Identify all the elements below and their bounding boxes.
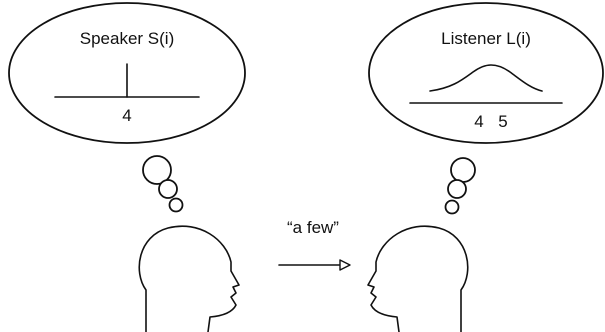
listener-thought-dot-medium: [447, 179, 467, 199]
listener-thought-bubble: [368, 2, 604, 144]
speaker-thought-dot-large: [142, 155, 172, 185]
speaker-thought-dot-medium: [158, 179, 178, 199]
listener-tick-label-5: 5: [498, 112, 507, 131]
utterance-group: “a few”: [278, 218, 351, 271]
listener-tick-label-4: 4: [474, 112, 483, 131]
listener-group: Listener L(i) 4 5: [367, 2, 604, 332]
speaker-title: Speaker S(i): [80, 29, 174, 48]
speaker-tick-label: 4: [122, 106, 131, 125]
listener-head: [367, 225, 469, 332]
listener-title: Listener L(i): [441, 29, 531, 48]
listener-thought-dot-small: [444, 199, 460, 215]
speaker-group: Speaker S(i) 4: [8, 2, 246, 332]
speaker-head: [138, 225, 240, 332]
listener-distribution-curve: [429, 64, 543, 92]
speaker-thought-dot-small: [168, 197, 184, 213]
listener-thought-dot-large: [450, 157, 476, 183]
utterance-label: “a few”: [287, 218, 339, 237]
utterance-arrow-head: [339, 259, 351, 271]
